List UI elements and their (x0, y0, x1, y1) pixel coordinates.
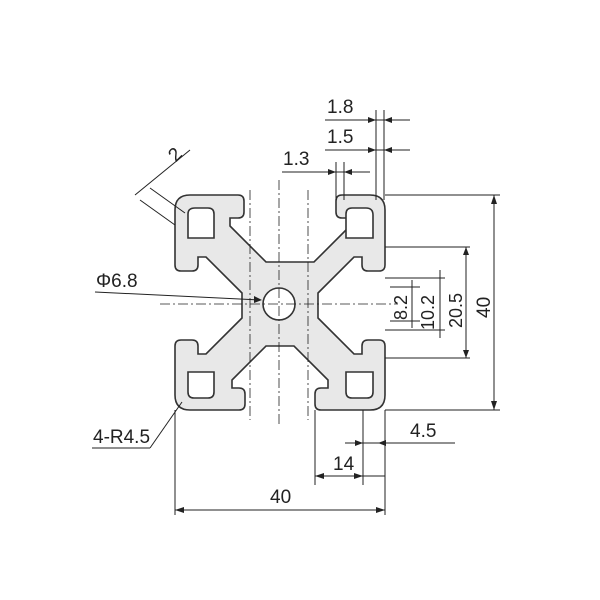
profile-section (174, 194, 386, 411)
cavity-top-left (187, 207, 215, 239)
dim-label-4-5: 4.5 (410, 421, 436, 442)
dim-8-2: 8.2 (390, 280, 420, 328)
dim-label-1-8: 1.8 (327, 97, 353, 118)
dim-label-20-5: 20.5 (446, 293, 466, 328)
dim-4-5: 4.5 (345, 421, 455, 446)
dim-width-40: 40 (174, 410, 386, 515)
dim-label-10-2: 10.2 (418, 295, 438, 330)
dim-1-5: 1.5 (325, 127, 410, 153)
dim-height-40: 40 (385, 194, 500, 411)
dim-phi-6-8: Φ6.8 (94, 271, 262, 303)
cavity-top-right (345, 207, 374, 239)
dim-label-1-5: 1.5 (327, 127, 353, 148)
dim-1-3: 1.3 (282, 149, 370, 200)
dim-1-8: 1.8 (325, 97, 410, 200)
dim-20-5: 20.5 (385, 246, 470, 359)
dim-label-height-40: 40 (474, 297, 495, 318)
dim-label-width-40: 40 (270, 487, 291, 508)
dim-label-1-3: 1.3 (283, 149, 309, 170)
center-lines (160, 180, 398, 425)
cavity-bottom-left (187, 371, 215, 399)
dim-label-phi-6-8: Φ6.8 (96, 271, 138, 292)
dim-corner-radius: 4-R4.5 (92, 401, 183, 449)
dim-label-corner-radius: 4-R4.5 (93, 427, 150, 448)
dim-label-14: 14 (333, 454, 355, 475)
dim-10-2: 10.2 (385, 270, 445, 338)
dim-label-8-2: 8.2 (391, 295, 411, 320)
cavity-bottom-right (345, 371, 374, 399)
dim-14: 14 (314, 410, 385, 485)
